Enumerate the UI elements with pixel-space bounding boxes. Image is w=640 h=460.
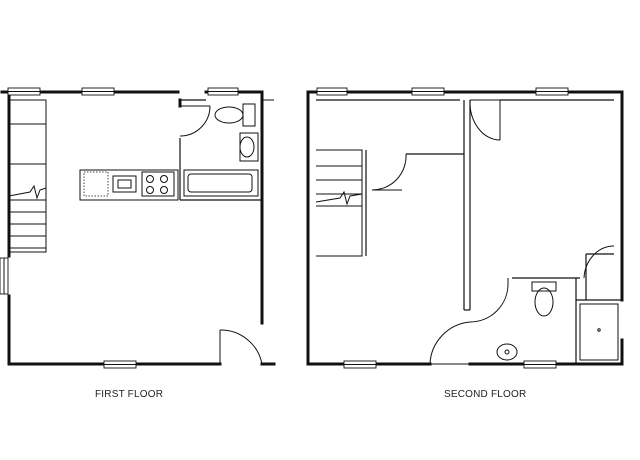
bathtub	[183, 169, 259, 197]
second-floor-windows	[316, 87, 569, 369]
sink-drain	[504, 349, 510, 355]
first-floor-label: FIRST FLOOR	[95, 389, 164, 400]
second-floor-label: SECOND FLOOR	[444, 389, 527, 400]
first-floor-bathroom	[178, 98, 262, 201]
first-floor-windows	[0, 87, 239, 369]
second-floor-bathroom	[469, 245, 622, 364]
door-swing-arc	[469, 283, 509, 323]
door-swing-arc	[429, 321, 471, 365]
bathtub-basin	[187, 173, 253, 193]
toilet-bowl	[534, 287, 554, 317]
kitchen-sink-icon	[112, 175, 137, 193]
second-floor-door-lower	[429, 321, 471, 365]
second-floor-staircase	[315, 149, 367, 257]
second-floor-plan	[306, 87, 624, 369]
first-floor-plan	[0, 87, 276, 369]
door-swing-arc	[219, 329, 263, 365]
toilet-tank	[242, 103, 256, 127]
fridge-outline	[83, 171, 109, 197]
shower-stall	[579, 303, 619, 361]
shower-drain	[597, 328, 601, 332]
door-swing-arc	[371, 153, 407, 191]
first-floor-entry-door	[219, 329, 263, 365]
second-floor-door-stair	[371, 153, 407, 191]
door-swing-arc	[179, 105, 211, 137]
sink-basin	[496, 343, 518, 361]
kitchen-counter	[79, 169, 179, 201]
toilet-bowl	[214, 106, 244, 124]
first-floor-staircase	[8, 99, 47, 253]
door-swing-arc	[583, 245, 615, 279]
second-floor-door-upper	[469, 99, 501, 141]
door-swing-arc	[469, 99, 501, 141]
sink-basin	[239, 136, 255, 158]
first-floor-kitchen	[79, 169, 179, 201]
toilet-tank	[531, 281, 557, 292]
stove-icon	[141, 171, 175, 197]
